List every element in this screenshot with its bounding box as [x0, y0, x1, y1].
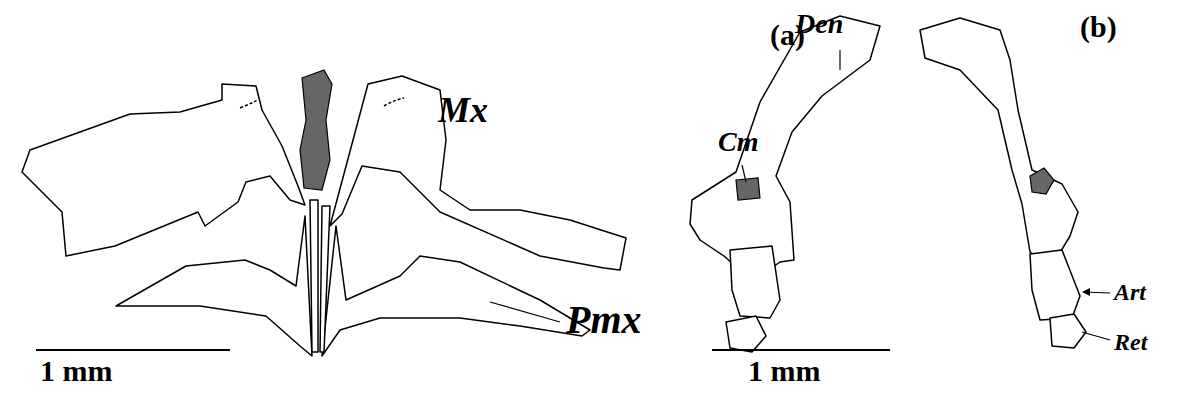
- bone-label: Pmx: [566, 300, 642, 340]
- leader-line: [839, 50, 840, 70]
- right-maxilla: [330, 76, 626, 270]
- bone-label: Mx: [438, 92, 488, 128]
- scale-bar: [36, 349, 230, 351]
- scale-bar: [712, 349, 890, 351]
- left-premaxilla: [116, 216, 312, 356]
- right-retroarticular: [1050, 314, 1086, 348]
- bone-label: Ret: [1114, 330, 1147, 354]
- right-premaxilla: [322, 226, 590, 356]
- left-maxilla: [22, 84, 305, 256]
- left-dentary: [690, 16, 880, 276]
- right-dentary: [920, 18, 1078, 262]
- dashed-line: [384, 98, 404, 106]
- left-retroarticular: [726, 316, 766, 352]
- bone-label: Cm: [718, 128, 758, 156]
- panel-letter: (b): [1080, 12, 1117, 42]
- marked-region: [300, 70, 332, 190]
- bone-label: Den: [795, 10, 843, 38]
- left-articular: [730, 246, 780, 318]
- marked-region: [736, 178, 760, 200]
- leader-line: [490, 302, 560, 322]
- dashed-line: [240, 100, 258, 108]
- scale-label: 1 mm: [40, 356, 112, 386]
- leader-line: [1082, 332, 1110, 340]
- leader-line: [742, 165, 746, 182]
- marked-region: [1030, 168, 1054, 194]
- scale-label: 1 mm: [748, 356, 820, 386]
- ascending-process: [320, 206, 330, 352]
- bone-label: Art: [1114, 280, 1146, 304]
- right-articular: [1030, 250, 1080, 320]
- ascending-process: [310, 200, 318, 352]
- arrow-head: [1082, 288, 1090, 296]
